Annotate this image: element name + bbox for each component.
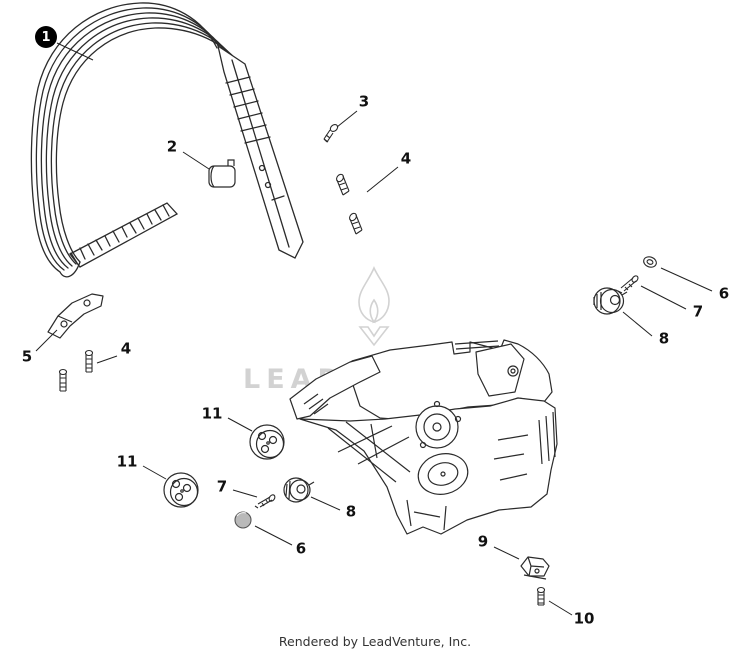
cap-part-8-left [283, 477, 315, 503]
screw-part-10 [536, 586, 546, 606]
stud-part-7-left [254, 494, 276, 509]
callout-6-right[interactable]: 6 [718, 284, 730, 303]
screw-part-4-left [58, 349, 94, 392]
callout-11-upper[interactable]: 11 [201, 404, 223, 423]
callout-4-left[interactable]: 4 [120, 339, 132, 358]
handlebar-part [30, 2, 304, 278]
leader-1 [56, 42, 94, 61]
bushing-part-2 [208, 159, 236, 188]
callout-8-right[interactable]: 8 [658, 329, 670, 348]
screw-part-4-upper [336, 173, 363, 235]
leader-6-right [660, 267, 713, 292]
leader-8-right [622, 311, 653, 337]
leader-2 [182, 151, 210, 170]
screw-part-3 [323, 124, 339, 143]
callout-11-lower[interactable]: 11 [116, 452, 138, 471]
leader-3 [336, 110, 358, 128]
leader-7-left [232, 489, 258, 498]
callout-8-left[interactable]: 8 [345, 502, 357, 521]
leader-6-left [254, 525, 293, 546]
leader-11-upper [227, 417, 253, 432]
grommet-part-11-upper [249, 424, 285, 460]
callout-7-left[interactable]: 7 [216, 477, 228, 496]
flame-icon [358, 266, 390, 347]
knob-part-8-right [593, 287, 628, 315]
callout-5[interactable]: 5 [21, 347, 33, 366]
leader-8-left [310, 496, 341, 511]
lower-opening [417, 453, 469, 495]
leader-4-left [96, 355, 118, 364]
callout-4-upper[interactable]: 4 [400, 149, 412, 168]
callout-9[interactable]: 9 [477, 532, 489, 551]
callout-1[interactable]: 1 [35, 26, 57, 48]
leader-10 [548, 600, 573, 616]
latch-part-9 [520, 556, 550, 580]
callout-10[interactable]: 10 [573, 609, 595, 628]
leader-7-right [640, 285, 687, 310]
callout-7-right[interactable]: 7 [692, 302, 704, 321]
leader-5 [35, 329, 58, 352]
leader-4-upper [366, 166, 399, 193]
bracket-part-5 [47, 293, 104, 339]
washer-part-6-right [643, 256, 657, 268]
callout-3[interactable]: 3 [358, 92, 370, 111]
chain-brake-flag [475, 343, 525, 397]
stud-part-7-right [617, 275, 639, 294]
footer-credit: Rendered by LeadVenture, Inc. [278, 634, 472, 649]
callout-6-left[interactable]: 6 [295, 539, 307, 558]
leader-9 [493, 546, 520, 560]
leader-lines [35, 42, 713, 616]
leader-11-lower [142, 465, 167, 480]
grommet-part-11-lower [163, 472, 199, 508]
callout-2[interactable]: 2 [166, 137, 178, 156]
plug-part-6-left [234, 511, 252, 529]
engine-housing-part [289, 339, 558, 535]
housing-front-guard [289, 355, 381, 420]
clutch-opening [415, 405, 459, 449]
